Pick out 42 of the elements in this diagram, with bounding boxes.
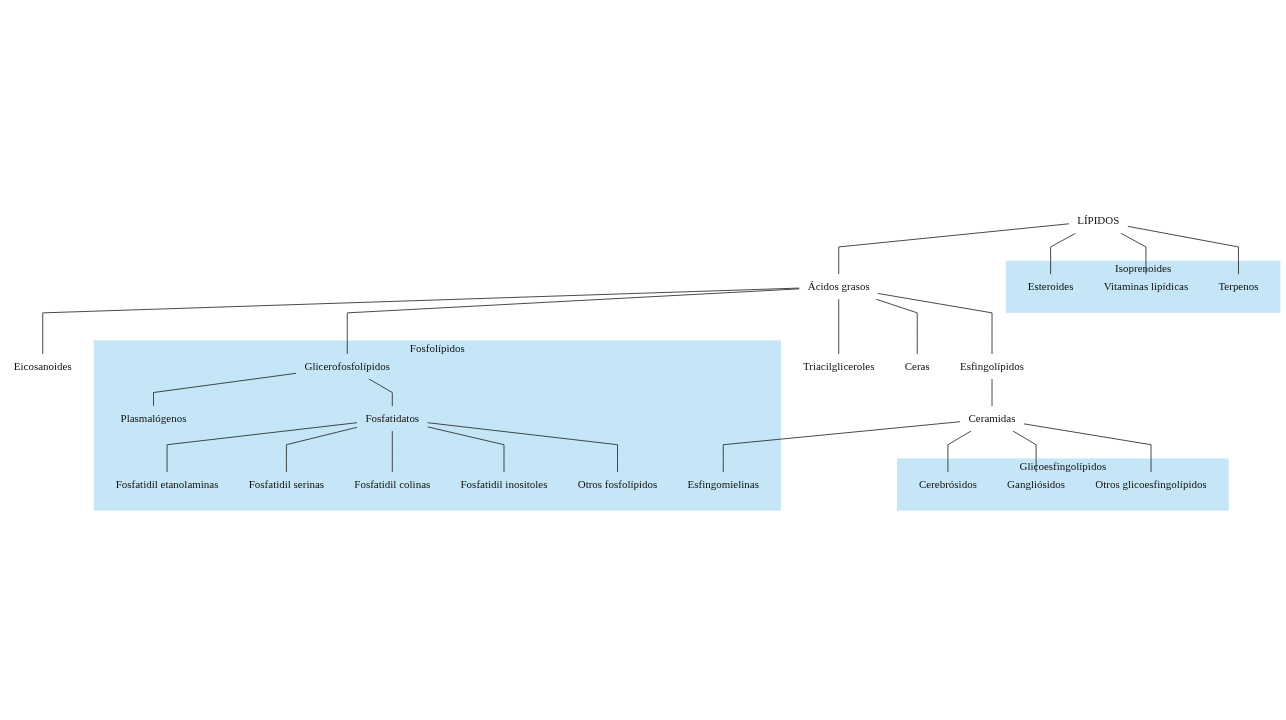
connector	[838, 299, 840, 355]
node-text: LÍPIDOS	[1077, 215, 1120, 227]
connector	[286, 427, 358, 474]
node-text: Terpenos	[1218, 281, 1259, 293]
connector	[42, 288, 800, 355]
node-text: Otros fosfolípidos	[577, 478, 658, 491]
connector	[346, 288, 800, 355]
connector	[166, 422, 358, 474]
connector	[1127, 226, 1239, 276]
node-text: Esfingomielinas	[687, 478, 759, 491]
connector	[153, 373, 297, 408]
connector	[1023, 423, 1152, 474]
node-text: Plasmalógenos	[120, 412, 187, 425]
connector	[1012, 431, 1037, 474]
node-text: Vitaminas lipídicas	[1103, 281, 1189, 293]
node-text: Gangliósidos	[1007, 478, 1066, 491]
node-text: Esfingolípidos	[959, 360, 1025, 373]
node-text: Esteroides	[1027, 281, 1074, 293]
connector	[722, 421, 961, 474]
connector	[391, 431, 393, 474]
node-text: Cerebrósidos	[918, 478, 977, 491]
connector	[368, 378, 393, 408]
connector	[1050, 233, 1077, 276]
connector	[838, 223, 1070, 276]
node-text: Fosfatidatos	[365, 412, 420, 425]
node-text: Ceras	[904, 360, 930, 373]
node-text: Fosfatidil serinas	[248, 478, 325, 491]
node-text: Glicerofosfolípidos	[304, 360, 390, 373]
node-text: Fosfatidil inositoles	[460, 478, 548, 491]
connector	[877, 293, 993, 355]
connector	[426, 426, 505, 474]
connector	[947, 431, 972, 474]
node-text: Triacilgliceroles	[802, 360, 875, 373]
node-text: Ácidos grasos	[807, 281, 870, 293]
connector	[426, 422, 618, 474]
node-text: Otros glicoesfingolípidos	[1095, 478, 1207, 491]
connector	[875, 299, 918, 355]
node-text: Fosfatidil etanolaminas	[115, 478, 219, 491]
node-text: Eicosanoides	[13, 360, 72, 373]
node-text: Fosfatidil colinas	[354, 478, 431, 491]
node-text: Ceramidas	[968, 412, 1016, 425]
connector	[1120, 233, 1147, 276]
